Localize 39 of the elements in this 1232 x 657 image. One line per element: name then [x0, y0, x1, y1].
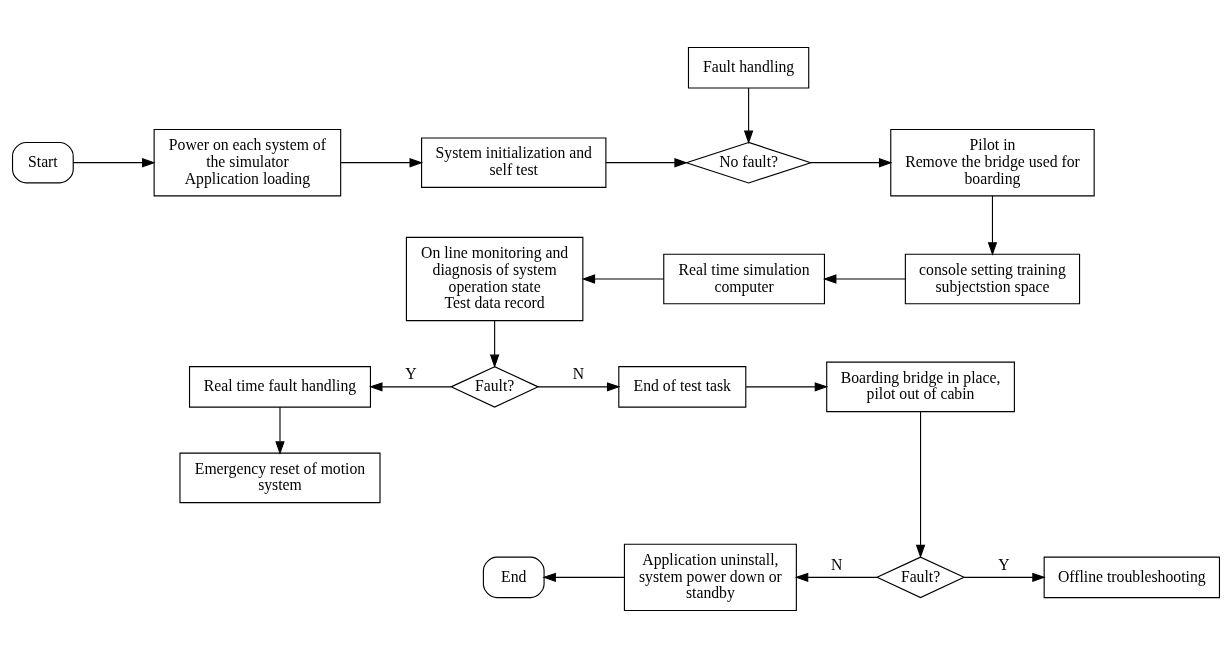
arrow [605, 157, 688, 167]
node-box: Boarding bridge in place, pilot out of cabin [826, 361, 1015, 412]
arrow [915, 410, 926, 558]
arrow [369, 381, 452, 392]
node-box: Fault handling [687, 46, 810, 88]
node-diamond: Fault? [449, 365, 540, 408]
node-box: On line monitoring and diagnosis of system operation state Test data record [405, 236, 584, 321]
node-box: Offline troubleshooting [1043, 556, 1221, 598]
arrow [489, 319, 500, 368]
node-box: console setting training subjectstion space [904, 253, 1081, 304]
edge-label: Y [405, 364, 417, 382]
arrow [340, 157, 423, 167]
edge-label: N [831, 555, 843, 573]
arrow [72, 157, 156, 167]
arrow [810, 157, 893, 167]
arrow [537, 381, 621, 392]
node-box: End [482, 556, 545, 598]
arrow [581, 273, 665, 284]
arrow [743, 87, 754, 144]
edge-label: N [572, 364, 585, 382]
node-box: Emergency reset of motion system [179, 452, 381, 503]
node-box: End of test task [618, 365, 747, 408]
node-box: System initialization and self test [421, 136, 607, 188]
node-box: Pilot in Remove the bridge used for boarding [890, 128, 1095, 196]
arrow [275, 406, 285, 455]
arrow [794, 572, 878, 582]
node-box: Application uninstall, system power down or standby [623, 543, 797, 611]
arrow [987, 194, 998, 256]
node-box: Real time simulation computer [663, 253, 825, 304]
arrow [963, 572, 1046, 582]
arrow [542, 572, 625, 582]
node-diamond: Fault? [875, 556, 966, 598]
arrow [822, 273, 906, 284]
arrow [745, 381, 829, 392]
edge-label: Y [998, 555, 1010, 573]
node-box: Start [11, 141, 74, 183]
node-box: Real time fault handling [188, 365, 371, 408]
node-box: Power on each system of the simulator Application loading [153, 128, 342, 196]
node-diamond: No fault? [684, 141, 813, 183]
